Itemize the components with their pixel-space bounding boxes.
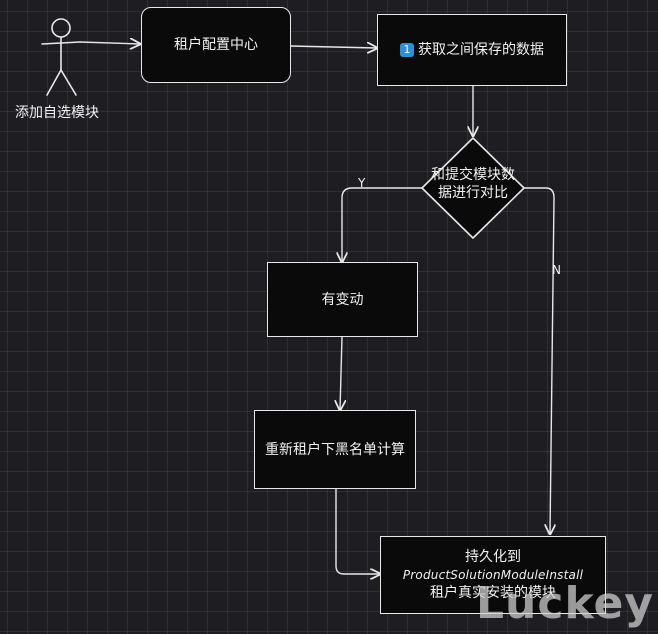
node-changed-label: 有变动 [321, 291, 364, 308]
decision-label[interactable]: 和提交模块数 据进行对比 [420, 166, 526, 202]
edge-label-yes: Y [358, 176, 366, 190]
edge-label-no: N [552, 263, 561, 277]
node-fetch-saved-label: 1 获取之间保存的数据 [400, 41, 544, 59]
actor-label: 添加自选模块 [15, 105, 99, 121]
node-tenant-config-label: 租户配置中心 [174, 37, 258, 53]
node-persist-line3: 租户真实安装的模块 [430, 585, 556, 601]
node-fetch-saved[interactable]: 1 获取之间保存的数据 [377, 14, 567, 86]
edge-config-to-fetch [289, 46, 377, 48]
edge-actor-to-config [79, 42, 140, 44]
watermark-text: Luckey [476, 578, 655, 629]
node-persist[interactable]: 持久化到 ProductSolutionModuleInstall 租户真实安装… [380, 536, 606, 614]
decision-label-line1: 和提交模块数 [431, 167, 515, 183]
node-recalc[interactable]: 重新租户下黑名单计算 [254, 410, 416, 489]
node-recalc-label: 重新租户下黑名单计算 [265, 441, 405, 458]
node-persist-line2: ProductSolutionModuleInstall [402, 568, 584, 582]
edge-compare-no [523, 187, 554, 534]
decision-label-line2: 据进行对比 [438, 185, 508, 201]
node-changed[interactable]: 有变动 [267, 262, 418, 337]
node-tenant-config[interactable]: 租户配置中心 [141, 7, 291, 83]
edge-compare-yes [342, 187, 423, 262]
node-persist-line1: 持久化到 [465, 549, 521, 565]
node-fetch-saved-text: 获取之间保存的数据 [418, 42, 544, 58]
edge-recalc-to-persist [335, 488, 380, 574]
edge-changed-to-recalc [340, 336, 342, 410]
step-number-badge: 1 [400, 43, 414, 57]
stick-figure-icon [41, 18, 81, 96]
